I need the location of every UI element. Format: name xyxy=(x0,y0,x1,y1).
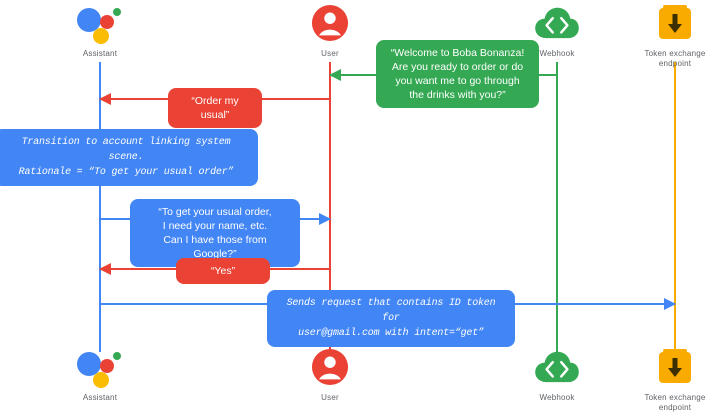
message-bubble-order-my-usual: “Order my usual” xyxy=(168,88,262,128)
note-transition-to-account-linking: Transition to account linking system sce… xyxy=(0,129,258,186)
actor-token-exchange-endpoint-bottom: Token exchange endpoint xyxy=(615,348,725,413)
cloud-code-svg xyxy=(535,7,579,39)
google-assistant-logo-icon xyxy=(40,348,160,390)
google-assistant-logo-icon xyxy=(40,4,160,46)
user-avatar-svg xyxy=(311,348,349,386)
message-bubble-yes: “Yes” xyxy=(176,258,270,284)
download-box-svg xyxy=(659,5,691,39)
download-box-icon xyxy=(615,4,725,46)
cloud-code-icon xyxy=(497,4,617,46)
actor-assistant-top: Assistant xyxy=(40,4,160,59)
actor-user-top: User xyxy=(270,4,390,59)
actor-token-exchange-endpoint-top: Token exchange endpoint xyxy=(615,4,725,69)
actor-webhook-bottom: Webhook xyxy=(497,348,617,403)
message-bubble-welcome: “Welcome to Boba Bonanza! Are you ready … xyxy=(376,40,539,108)
lifeline-webhook xyxy=(556,62,558,352)
actor-label-webhook: Webhook xyxy=(539,393,575,402)
actor-webhook-top: Webhook xyxy=(497,4,617,59)
actor-label-token-exchange-endpoint: Token exchange endpoint xyxy=(644,393,706,412)
cloud-code-svg xyxy=(535,351,579,383)
download-box-svg xyxy=(659,349,691,383)
user-avatar-icon xyxy=(270,348,390,390)
actor-user-bottom: User xyxy=(270,348,390,403)
actor-assistant-bottom: Assistant xyxy=(40,348,160,403)
user-avatar-icon xyxy=(270,4,390,46)
lifeline-assistant xyxy=(99,62,101,352)
actor-label-assistant: Assistant xyxy=(82,393,118,402)
lifeline-token-exchange-endpoint xyxy=(674,62,676,352)
lifeline-user xyxy=(329,62,331,352)
actor-label-webhook: Webhook xyxy=(539,49,575,58)
actor-label-assistant: Assistant xyxy=(82,49,118,58)
actor-label-user: User xyxy=(321,393,339,402)
actor-label-user: User xyxy=(321,49,339,58)
message-bubble-need-your-name: “To get your usual order, I need your na… xyxy=(130,199,300,267)
actor-label-token-exchange-endpoint: Token exchange endpoint xyxy=(644,49,706,68)
cloud-code-icon xyxy=(497,348,617,390)
user-avatar-svg xyxy=(311,4,349,42)
download-box-icon xyxy=(615,348,725,390)
note-sends-request-with-id-token: Sends request that contains ID token for… xyxy=(267,290,515,347)
